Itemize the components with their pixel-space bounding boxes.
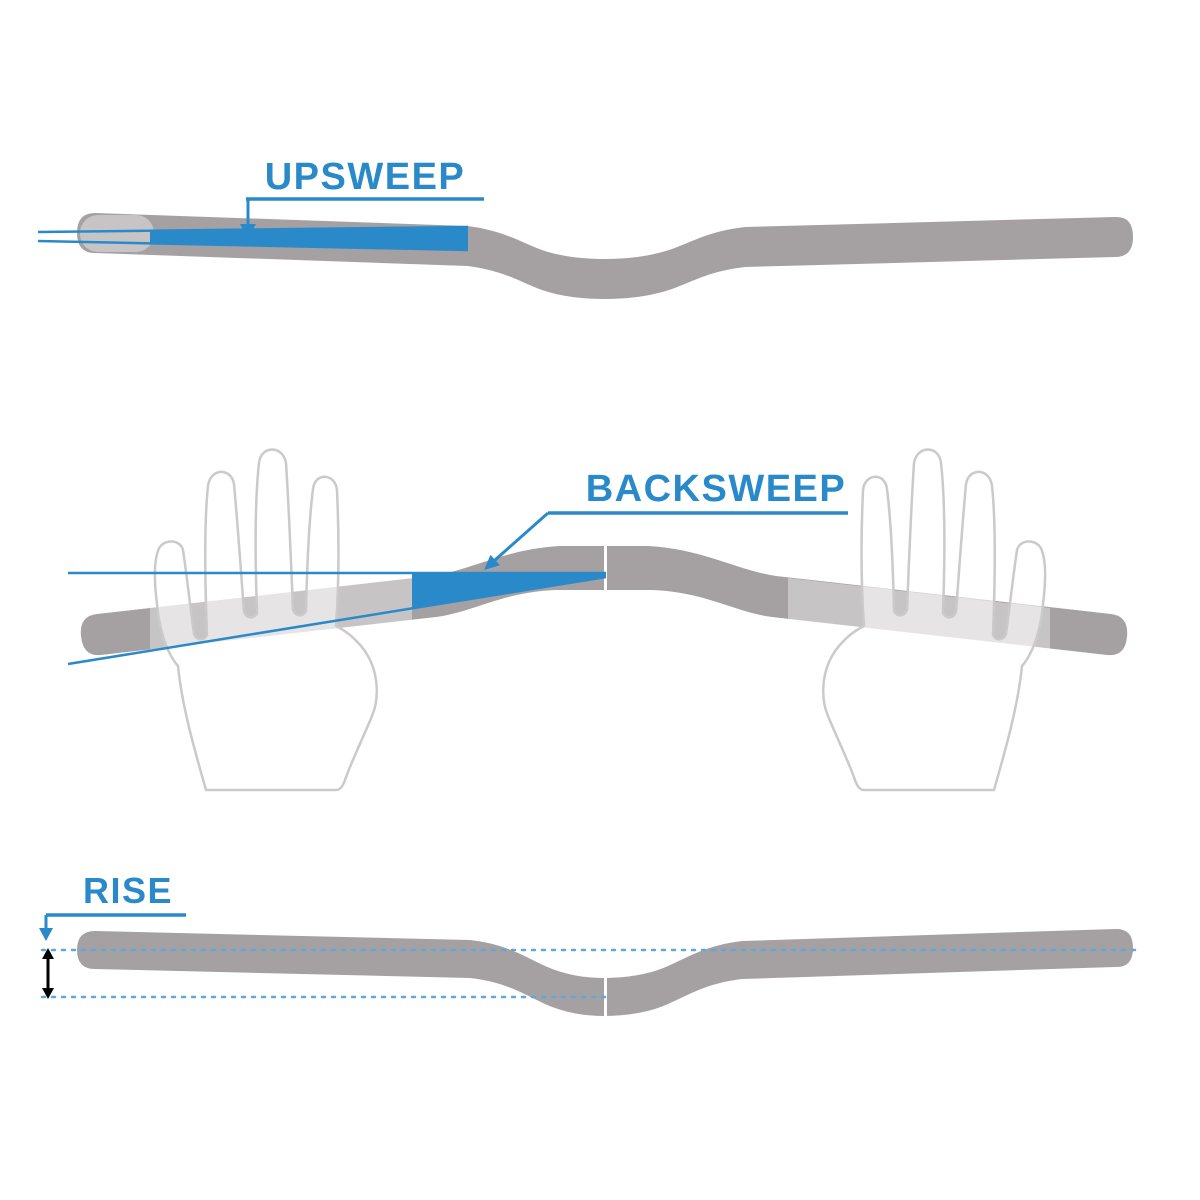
upsweep-angle-wedge <box>150 227 468 250</box>
clamp-center-seam <box>604 543 607 592</box>
backsweep-label: BACKSWEEP <box>586 468 847 510</box>
backsweep-pointer-line <box>494 511 549 562</box>
rise-label: RISE <box>83 870 173 911</box>
backsweep-arrowhead-icon <box>484 554 500 570</box>
upsweep-diagram: UPSWEEP <box>37 156 1133 299</box>
backsweep-angle-wedge <box>412 573 606 608</box>
backsweep-angle-bar-axis-line <box>67 575 607 666</box>
upsweep-angle-reference-line <box>37 225 469 234</box>
handlebar-front-view <box>77 213 1133 299</box>
left-grip-highlight <box>80 215 154 252</box>
rise-diagram: RISE <box>39 870 1140 1018</box>
upsweep-arrowhead-icon <box>240 224 256 238</box>
backsweep-diagram: BACKSWEEP <box>67 448 1128 792</box>
upsweep-label: UPSWEEP <box>265 156 466 198</box>
rise-measure-arrowhead-up-icon <box>42 948 54 959</box>
rise-arrowhead-icon <box>39 928 53 941</box>
rise-measure-arrowhead-down-icon <box>42 988 54 999</box>
